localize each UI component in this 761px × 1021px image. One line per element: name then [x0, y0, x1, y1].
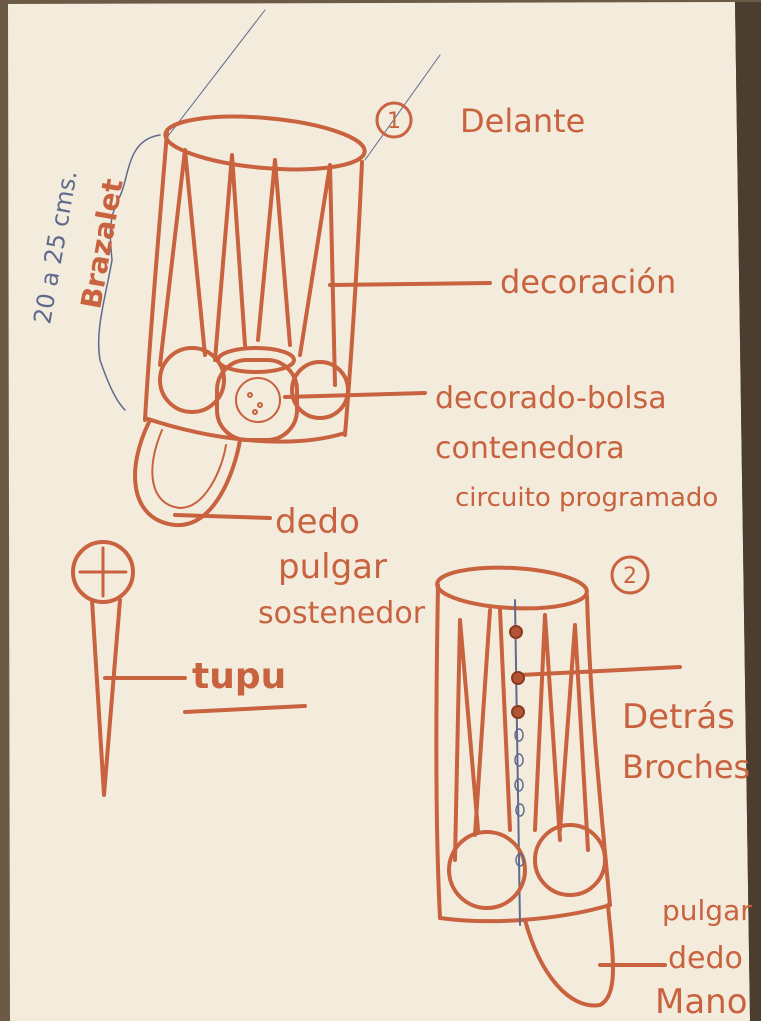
bag-label-line2: contenedora: [435, 431, 625, 466]
clasp: [510, 626, 522, 638]
thumb-label-line3: sostenedor: [258, 596, 426, 631]
hand-label-line1: pulgar: [662, 894, 752, 927]
tupu-label: tupu: [192, 656, 286, 697]
bag-label-line3: circuito programado: [455, 483, 718, 513]
hand-label-line3: Mano: [655, 982, 748, 1021]
bag-label-line1: decorado-bolsa: [435, 381, 667, 416]
clasp: [512, 672, 524, 684]
thumb-label-line2: pulgar: [278, 547, 387, 587]
clasp: [512, 706, 524, 718]
sketch-2-number: 2: [623, 564, 637, 589]
hand-label-line2: dedo: [668, 941, 743, 976]
sketch-1-number: 1: [387, 109, 401, 134]
leader-decoration: [330, 283, 490, 285]
decoration-label: decoración: [500, 263, 676, 301]
sketch-1-title: Delante: [460, 102, 585, 140]
back-label-line1: Detrás: [622, 697, 735, 737]
back-label-line2: Broches: [622, 748, 750, 786]
thumb-label-line1: dedo: [275, 502, 360, 542]
